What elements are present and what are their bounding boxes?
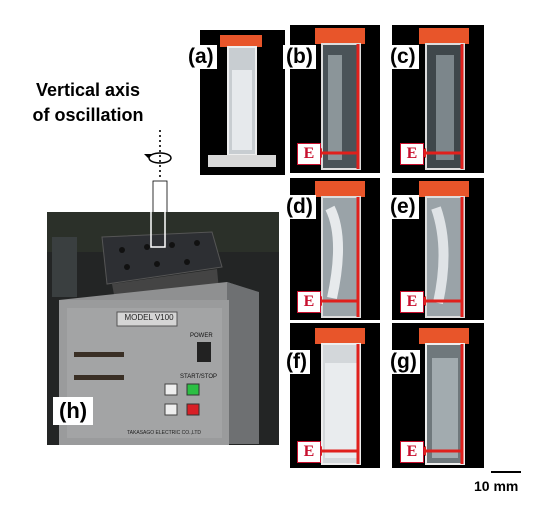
field-label-g: E [400,441,424,463]
field-label-f: E [297,441,321,463]
device-brand: TAKASAGO ELECTRIC CO.,LTD [127,430,201,436]
scale-bar-label: 10 mm [474,478,519,494]
panel-label-d: (d) [283,195,316,219]
device-model-plate: MODEL V100 [124,313,174,322]
field-label-c: E [400,143,424,165]
panel-label-c: (c) [387,45,419,69]
device-photo: MODEL V100 POWER START/STOP TAKASAGO ELE… [47,212,279,445]
device-power-label: POWER [190,333,213,339]
panel-label-f: (f) [283,350,310,374]
panel-label-b: (b) [283,45,316,69]
scale-bar [491,471,521,473]
annotation-line-2: of oscillation [32,105,144,125]
field-label-b: E [297,143,321,165]
panel-label-g: (g) [387,350,420,374]
panel-label-h: (h) [53,397,94,425]
annotation-line-1: Vertical axis [35,80,141,100]
device-start-label: START/STOP [180,374,218,380]
field-label-e: E [400,291,424,313]
vibration-device-image [47,212,279,445]
panel-label-a: (a) [185,45,217,69]
panel-label-e: (e) [387,195,419,219]
field-label-d: E [297,291,321,313]
